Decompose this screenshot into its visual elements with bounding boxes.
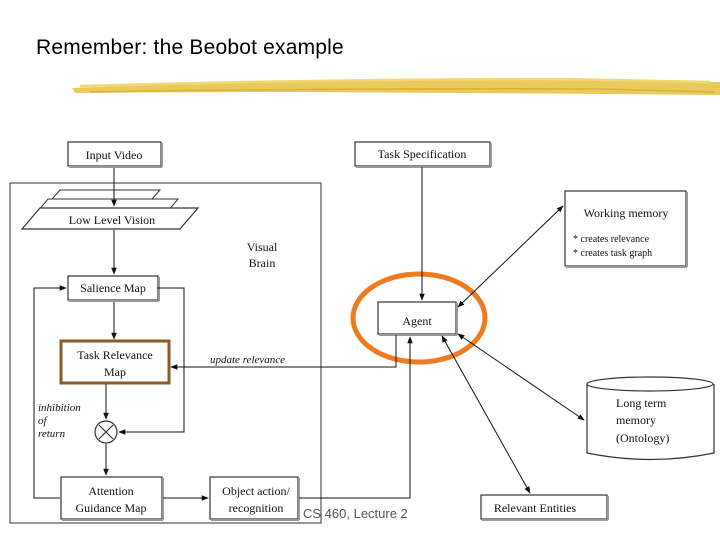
task-relevance-map-label-1: Task Relevance <box>77 348 152 362</box>
long-term-memory-label-1: Long term <box>616 396 667 410</box>
update-relevance-label: update relevance <box>210 354 285 366</box>
long-term-memory-node: Long term memory (Ontology) <box>586 376 715 461</box>
slide-footer: CS 460, Lecture 2 <box>303 506 408 521</box>
attention-guidance-label-1: Attention <box>88 484 133 498</box>
long-term-memory-label-2: memory <box>616 413 656 427</box>
inhibition-label-2: of <box>38 415 49 427</box>
visual-brain-frame <box>9 182 322 524</box>
object-action-label-1: Object action/ <box>222 484 290 498</box>
inhibition-label-3: return <box>38 428 66 440</box>
low-level-vision-label: Low Level Vision <box>69 213 155 227</box>
long-term-memory-label-3: (Ontology) <box>616 431 669 445</box>
working-memory-item-2: * creates task graph <box>573 248 652 259</box>
visual-brain-label-1: Visual <box>247 240 278 254</box>
salience-map-label: Salience Map <box>80 281 146 295</box>
multiplier-node <box>94 420 118 444</box>
attention-guidance-label-2: Guidance Map <box>76 501 147 515</box>
input-video-node: Input Video <box>67 141 163 168</box>
agent-node: Agent <box>377 301 458 336</box>
input-video-label: Input Video <box>86 148 143 162</box>
relevant-entities-label: Relevant Entities <box>494 501 577 515</box>
relevant-entities-node: Relevant Entities <box>480 494 609 521</box>
salience-map-node: Salience Map <box>67 275 160 302</box>
inhibition-label-1: inhibition <box>38 402 81 414</box>
low-level-vision-node: Low Level Vision <box>20 189 200 230</box>
visual-brain-label-2: Brain <box>249 256 276 270</box>
working-memory-item-1: * creates relevance <box>573 234 650 245</box>
working-memory-title: Working memory <box>584 206 669 220</box>
task-relevance-map-node: Task Relevance Map <box>59 339 171 385</box>
task-specification-node: Task Specification <box>354 141 492 168</box>
working-memory-node: Working memory * creates relevance * cre… <box>564 190 688 268</box>
task-relevance-map-label-2: Map <box>104 365 126 379</box>
attention-guidance-map-node: Attention Guidance Map <box>60 476 164 521</box>
agent-highlight-ellipse <box>350 271 488 365</box>
task-specification-label: Task Specification <box>378 147 467 161</box>
connectors <box>33 167 585 501</box>
object-action-recognition-node: Object action/ recognition <box>209 476 300 521</box>
title-underline <box>72 77 720 95</box>
object-action-label-2: recognition <box>229 501 284 515</box>
slide-title: Remember: the Beobot example <box>36 36 344 59</box>
agent-label: Agent <box>402 314 432 328</box>
